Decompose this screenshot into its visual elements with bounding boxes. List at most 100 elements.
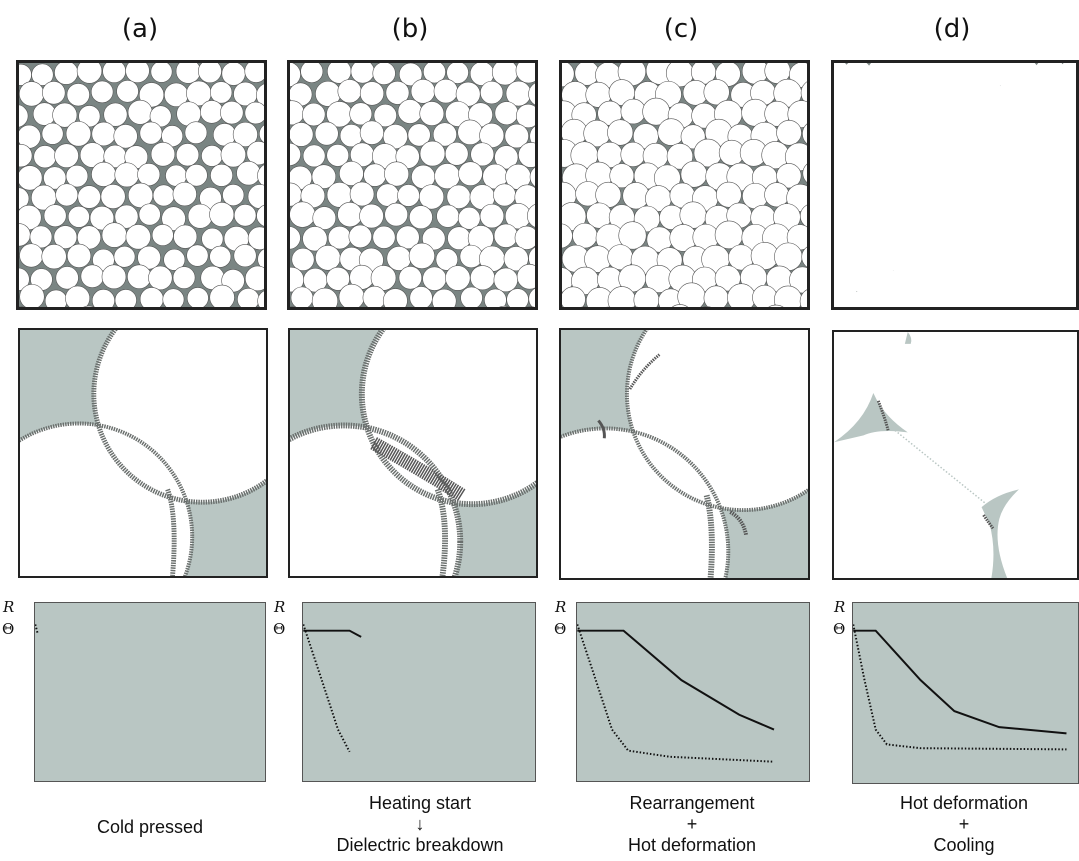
caption-d: Hot deformation + Cooling	[834, 793, 1079, 856]
grain-a-91	[187, 203, 213, 229]
grain-a-67	[185, 164, 208, 187]
grain-b-139	[460, 286, 483, 307]
grain-b-28	[373, 103, 397, 128]
grain-b-34	[515, 103, 535, 129]
grain-b-15	[359, 81, 385, 106]
grain-a-4	[102, 63, 126, 84]
grain-a-109	[41, 244, 67, 270]
grain-a-27	[78, 105, 101, 128]
grain-c-18	[703, 79, 730, 106]
grain-b-138	[431, 288, 457, 307]
grain-a-117	[233, 244, 257, 268]
grain-c-140	[752, 284, 778, 307]
grain-a-76	[100, 184, 126, 210]
caption-b-arrow: ↓	[415, 814, 425, 834]
grain-d-153	[1039, 304, 1057, 307]
grain-a-3	[76, 63, 103, 84]
grain-d-140	[1023, 284, 1055, 307]
microstructure-panel-d	[831, 60, 1079, 310]
grain-a-120	[19, 267, 30, 291]
grain-a-124	[101, 264, 127, 290]
grain-c-70	[802, 163, 807, 183]
grain-a-113	[137, 245, 161, 270]
grain-a-97	[29, 225, 53, 249]
contact-zoom-d-drawing	[834, 332, 1019, 578]
grain-a-63	[91, 161, 117, 187]
grain-b-64	[384, 161, 410, 187]
contact-zoom-c	[559, 328, 810, 580]
grain-a-86	[67, 205, 90, 228]
grain-a-5	[125, 63, 150, 84]
grain-a-134	[65, 285, 91, 307]
theta-axis-label-c: Θ	[554, 620, 567, 638]
grain-d-106	[1057, 221, 1076, 253]
grain-a-135	[91, 289, 115, 307]
grain-b-130	[516, 264, 535, 290]
grain-a-133	[44, 289, 68, 307]
grain-c-118	[801, 246, 807, 268]
grain-b-78	[418, 184, 445, 210]
contact-zoom-b-drawing	[290, 330, 536, 576]
grain-a-88	[114, 204, 139, 229]
grain-b-85	[312, 206, 337, 230]
column-label-c: (c)	[663, 14, 699, 44]
grain-a-15	[90, 80, 114, 104]
grain-b-77	[397, 184, 420, 207]
grain-b-100	[372, 225, 396, 249]
caption-c-plus: +	[686, 814, 698, 834]
grain-b-30	[419, 101, 445, 126]
grain-b-27	[349, 102, 373, 126]
grain-b-29	[397, 99, 423, 124]
grain-a-43	[184, 121, 208, 145]
grain-a-62	[65, 164, 89, 188]
grain-a-138	[162, 288, 185, 307]
grain-a-40	[113, 124, 138, 149]
grain-b-99	[348, 224, 372, 249]
grain-b-94	[526, 204, 535, 228]
grain-packing-c	[562, 63, 807, 307]
grain-b-45	[504, 123, 529, 149]
grain-b-118	[528, 246, 535, 270]
grain-a-58	[246, 140, 264, 166]
caption-c-line-2: Hot deformation	[627, 835, 757, 855]
caption-a: Cold pressed	[20, 817, 280, 838]
theta-axis-label-a: Θ	[2, 620, 15, 638]
grain-a-46	[259, 124, 264, 144]
grain-b-17	[410, 79, 436, 104]
grain-b-37	[314, 121, 339, 146]
grain-b-54	[419, 140, 446, 167]
r-axis-label-a: R	[3, 598, 15, 616]
grain-a-30	[149, 105, 172, 128]
grain-a-116	[209, 245, 232, 268]
grain-a-114	[163, 248, 186, 271]
grain-d-150	[962, 301, 988, 307]
grain-a-10	[244, 63, 264, 83]
grain-b-56	[470, 142, 495, 167]
grain-c-0	[562, 63, 575, 88]
grain-b-50	[326, 144, 350, 167]
grain-a-57	[220, 141, 247, 168]
grain-c-46	[802, 123, 807, 145]
grain-d-151	[988, 303, 1010, 307]
grain-b-127	[445, 265, 471, 291]
grain-c-142	[799, 289, 807, 307]
grain-b-90	[436, 204, 460, 228]
contact-zoom-b	[288, 328, 538, 578]
grain-b-92	[479, 203, 505, 229]
grain-a-147	[83, 305, 95, 307]
grain-packing-a	[19, 63, 264, 307]
grain-a-72	[19, 187, 30, 210]
caption-d-line-2: Cooling	[933, 835, 995, 855]
grain-a-126	[148, 265, 173, 291]
grain-a-94	[256, 204, 264, 227]
grain-b-140	[484, 288, 507, 307]
caption-a-line-1: Cold pressed	[96, 817, 204, 837]
grain-a-37	[41, 122, 64, 145]
grain-b-113	[408, 242, 435, 269]
grain-a-7	[175, 63, 201, 84]
grain-b-6	[423, 63, 446, 84]
grain-b-0	[290, 63, 301, 87]
grain-d-86	[877, 198, 911, 232]
caption-c-line-1: Rearrangement	[629, 793, 755, 813]
grain-a-74	[55, 183, 79, 207]
